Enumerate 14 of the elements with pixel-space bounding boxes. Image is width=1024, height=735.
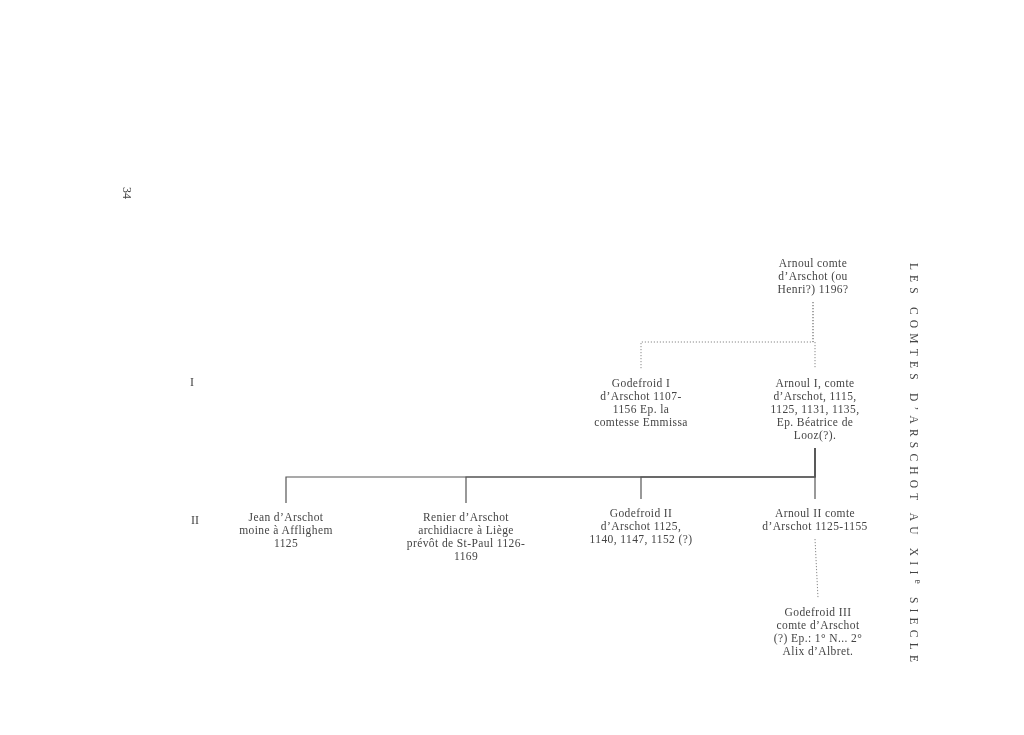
generation-numeral: I (190, 374, 194, 390)
genealogy-entry: Arnoul comte d’Arschot (ou Henri?) 1196? (776, 257, 850, 296)
genealogy-entry: Renier d’Arschot archidiacre à Liège prévôt de St-Paul 1126-1169 (405, 511, 527, 563)
descent-line (814, 447, 816, 500)
genealogy-entry: Jean d’Arschot moine à Afflighem 1125 (238, 511, 334, 550)
dotted-descent-line (812, 301, 816, 370)
genealogy-entry: Arnoul I, comte d’Arschot, 1115, 1125, 1131, 1135, Ep. Béatrice de Looz(?). (769, 377, 861, 442)
genealogy-entry: Godefroid III comte d’Arschot (?) Ep.: 1° N... 2° Alix d’Albret. (772, 606, 864, 658)
genealogy-entry: Arnoul II comte d’Arschot 1125-1155 (761, 507, 869, 533)
generation-numeral: II (191, 512, 199, 528)
page-number: 34 (118, 187, 134, 199)
genealogy-entry: Godefroid II d’Arschot 1125, 1140, 1147, 1152 (?) (589, 507, 693, 546)
dotted-descent-line (814, 538, 819, 599)
genealogy-entry: Godefroid I d’Arschot 1107-1156 Ep. la comtesse Emmissa (593, 377, 689, 429)
